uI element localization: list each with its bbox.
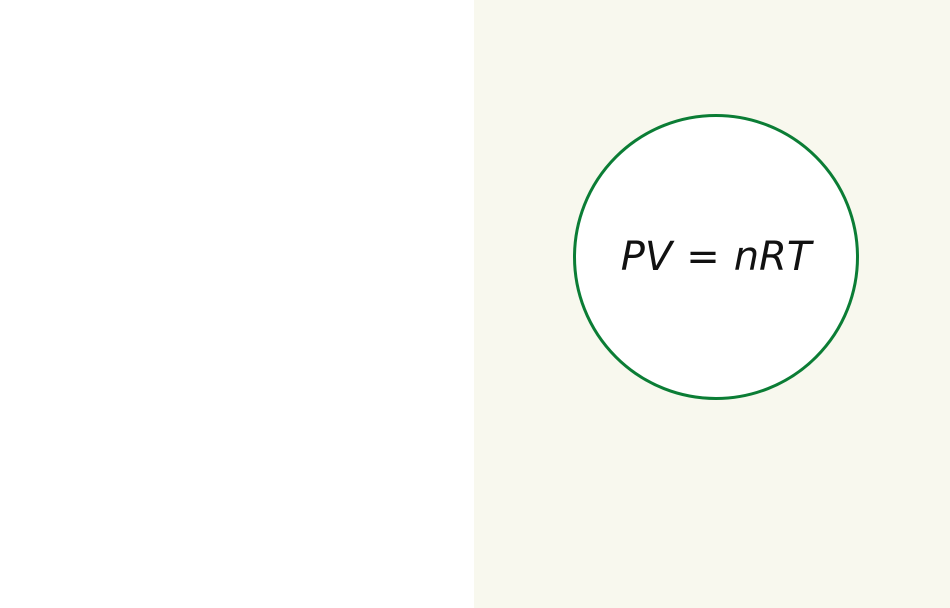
ideal-gas-law-formula: PV = nRT: [621, 234, 812, 280]
formula-rhs: nRT: [733, 234, 812, 280]
formula-operator: =: [686, 234, 720, 280]
left-blank-panel: [0, 0, 474, 608]
formula-lhs: PV: [620, 234, 673, 280]
formula-circle: PV = nRT: [573, 114, 859, 400]
